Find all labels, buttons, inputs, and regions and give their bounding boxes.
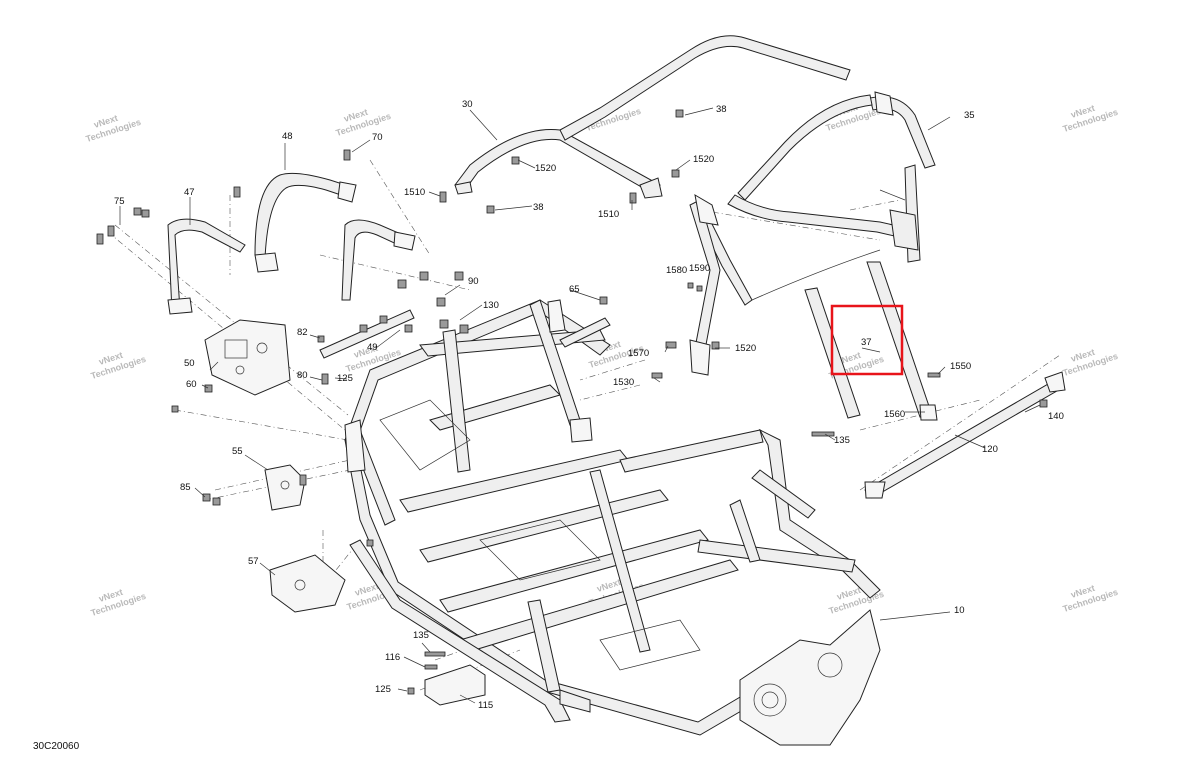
callout-1550: 1550 (950, 361, 971, 372)
handles-and-brackets (167, 172, 611, 706)
hardware (96, 109, 1048, 695)
callout-90: 90 (468, 276, 479, 287)
callout-125b: 125 (375, 684, 391, 695)
callout-125: 125 (337, 373, 353, 384)
callout-115: 115 (478, 700, 493, 711)
callout-135: 135 (834, 435, 850, 446)
callout-60: 60 (186, 379, 197, 390)
callout-37: 37 (861, 337, 872, 348)
callout-38: 38 (716, 104, 727, 115)
callout-1510: 1510 (404, 187, 425, 198)
callout-130: 130 (483, 300, 499, 311)
side-bar-120 (864, 371, 1066, 499)
callout-70: 70 (372, 132, 383, 143)
callout-120: 120 (982, 444, 998, 455)
callout-47: 47 (184, 187, 195, 198)
callout-75: 75 (114, 196, 125, 207)
callout-1570: 1570 (628, 348, 649, 359)
callout-48: 48 (282, 131, 293, 142)
callout-1560: 1560 (884, 409, 905, 420)
callout-10: 10 (954, 605, 965, 616)
reference-code: 30C20060 (33, 741, 80, 752)
highlight-box (830, 304, 904, 376)
callout-116: 116 (385, 652, 400, 663)
roll-cage-roof (454, 35, 936, 376)
callout-1520: 1520 (535, 163, 556, 174)
callout-85: 85 (180, 482, 191, 493)
callout-38b: 38 (533, 202, 544, 213)
callout-80: 80 (297, 370, 308, 381)
callout-1590: 1590 (689, 263, 710, 274)
callout-140: 140 (1048, 411, 1064, 422)
callout-1580: 1580 (666, 265, 687, 276)
callout-82: 82 (297, 327, 308, 338)
callouts: 10 30 35 37 38 38 47 48 49 50 55 57 60 6… (114, 99, 1064, 711)
leader-lines (119, 107, 1041, 704)
callout-57: 57 (248, 556, 259, 567)
callout-1520b: 1520 (693, 154, 714, 165)
callout-50: 50 (184, 358, 195, 369)
callout-1530: 1530 (613, 377, 634, 388)
callout-55: 55 (232, 446, 243, 457)
callout-135b: 135 (413, 630, 429, 641)
main-frame (344, 299, 881, 746)
callout-30: 30 (462, 99, 473, 110)
callout-49: 49 (367, 342, 378, 353)
callout-35: 35 (964, 110, 975, 121)
callout-1520c: 1520 (735, 343, 756, 354)
callout-65: 65 (569, 284, 580, 295)
callout-1510b: 1510 (598, 209, 619, 220)
